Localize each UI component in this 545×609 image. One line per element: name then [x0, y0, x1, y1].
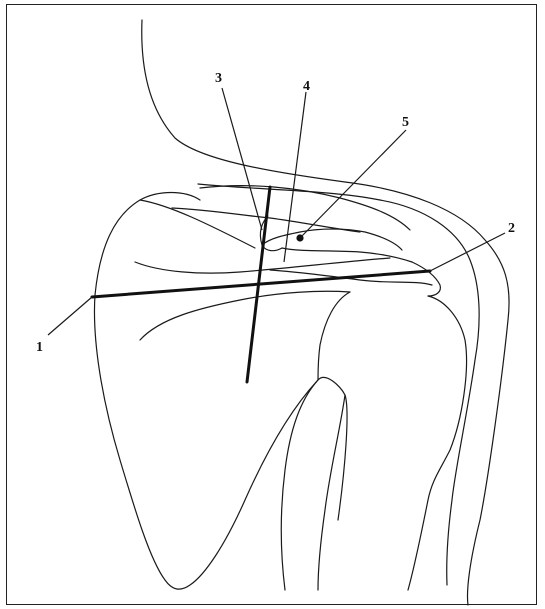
landmark-dot	[296, 234, 303, 241]
acromion-outline	[262, 229, 402, 250]
scapular-spine	[140, 200, 255, 248]
acromion-tip	[412, 262, 440, 296]
label-5: 5	[402, 115, 409, 130]
leader-line-2	[430, 233, 505, 271]
label-4: 4	[303, 79, 310, 94]
label-3: 3	[215, 71, 222, 86]
humeral-head-outline	[318, 292, 467, 590]
humeral-neck-line	[281, 380, 318, 590]
infraspinatus-line	[140, 291, 350, 340]
leader-line-1	[48, 297, 92, 335]
leader-line-5	[300, 130, 406, 238]
soft-tissue-inner-contour	[198, 184, 479, 585]
acromion-lower-edge	[282, 248, 412, 262]
label-2: 2	[508, 221, 515, 236]
soft-tissue-outer-contour	[142, 20, 509, 605]
label-1: 1	[36, 340, 43, 355]
leader-line-3	[222, 88, 262, 230]
